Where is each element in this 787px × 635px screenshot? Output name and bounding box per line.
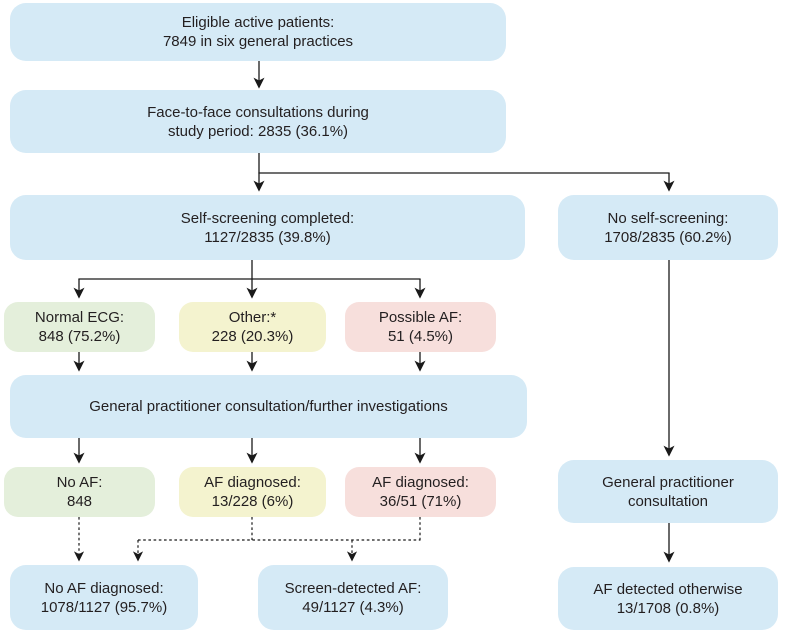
node-text-line1: General practitioner — [602, 473, 734, 491]
node-text-line2: consultation — [627, 492, 709, 510]
node-eligible-patients: Eligible active patients: 7849 in six ge… — [10, 3, 506, 61]
node-text-line1: Eligible active patients: — [181, 14, 335, 31]
node-self-screening-completed: Self-screening completed: 1127/2835 (39.… — [10, 195, 525, 260]
node-text-line2: 1127/2835 (39.8%) — [204, 228, 331, 246]
node-text-line2: 848 — [66, 493, 93, 510]
node-text-line2: 228 (20.3%) — [211, 328, 294, 345]
node-text-line1: General practitioner consultation/furthe… — [89, 398, 448, 415]
node-no-af-diagnosed: No AF diagnosed: 1078/1127 (95.7%) — [10, 565, 198, 630]
node-gp-consultation-investigations: General practitioner consultation/furthe… — [10, 375, 527, 438]
node-af-diagnosed-from-other: AF diagnosed: 13/228 (6%) — [179, 467, 326, 517]
dashed-arrows — [73, 517, 421, 562]
node-face-to-face-consultations: Face-to-face consultations during study … — [10, 90, 506, 153]
node-screen-detected-af: Screen-detected AF: 49/1127 (4.3%) — [258, 565, 448, 630]
node-text-line2: 13/228 (6%) — [211, 493, 294, 510]
node-text-line1: Possible AF: — [378, 309, 463, 326]
node-text-line1: Other:* — [228, 309, 277, 326]
node-other-result: Other:* 228 (20.3%) — [179, 302, 326, 352]
node-text-line2: 51 (4.5%) — [387, 328, 454, 345]
node-text-line1: Screen-detected AF: — [284, 579, 422, 597]
node-text-line2: 848 (75.2%) — [38, 328, 121, 345]
node-gp-consultation: General practitioner consultation — [558, 460, 778, 523]
node-text-line1: No AF: — [56, 474, 103, 491]
node-text-line1: AF diagnosed: — [372, 474, 469, 491]
node-no-self-screening: No self-screening: 1708/2835 (60.2%) — [558, 195, 778, 260]
node-text-line1: Normal ECG: — [34, 309, 125, 326]
node-text-line2: study period: 2835 (36.1%) — [167, 122, 349, 140]
node-text-line2: 36/51 (71%) — [379, 493, 462, 510]
node-no-af: No AF: 848 — [4, 467, 155, 517]
node-text-line1: AF detected otherwise — [593, 580, 743, 598]
node-text-line1: AF diagnosed: — [204, 474, 301, 491]
node-text-line2: 7849 in six general practices — [162, 33, 354, 50]
solid-arrows — [73, 61, 675, 563]
node-text-line1: No self-screening: — [607, 209, 729, 227]
node-text-line2: 1708/2835 (60.2%) — [604, 228, 732, 246]
node-text-line1: Self-screening completed: — [180, 209, 355, 227]
node-af-detected-otherwise: AF detected otherwise 13/1708 (0.8%) — [558, 567, 778, 630]
node-text-line2: 13/1708 (0.8%) — [616, 599, 720, 617]
node-text-line1: Face-to-face consultations during — [147, 103, 369, 121]
node-possible-af: Possible AF: 51 (4.5%) — [345, 302, 496, 352]
node-text-line2: 49/1127 (4.3%) — [302, 598, 404, 616]
node-text-line1: No AF diagnosed: — [44, 579, 164, 597]
node-text-line2: 1078/1127 (95.7%) — [40, 598, 168, 616]
node-af-diagnosed-from-possible-af: AF diagnosed: 36/51 (71%) — [345, 467, 496, 517]
node-normal-ecg: Normal ECG: 848 (75.2%) — [4, 302, 155, 352]
